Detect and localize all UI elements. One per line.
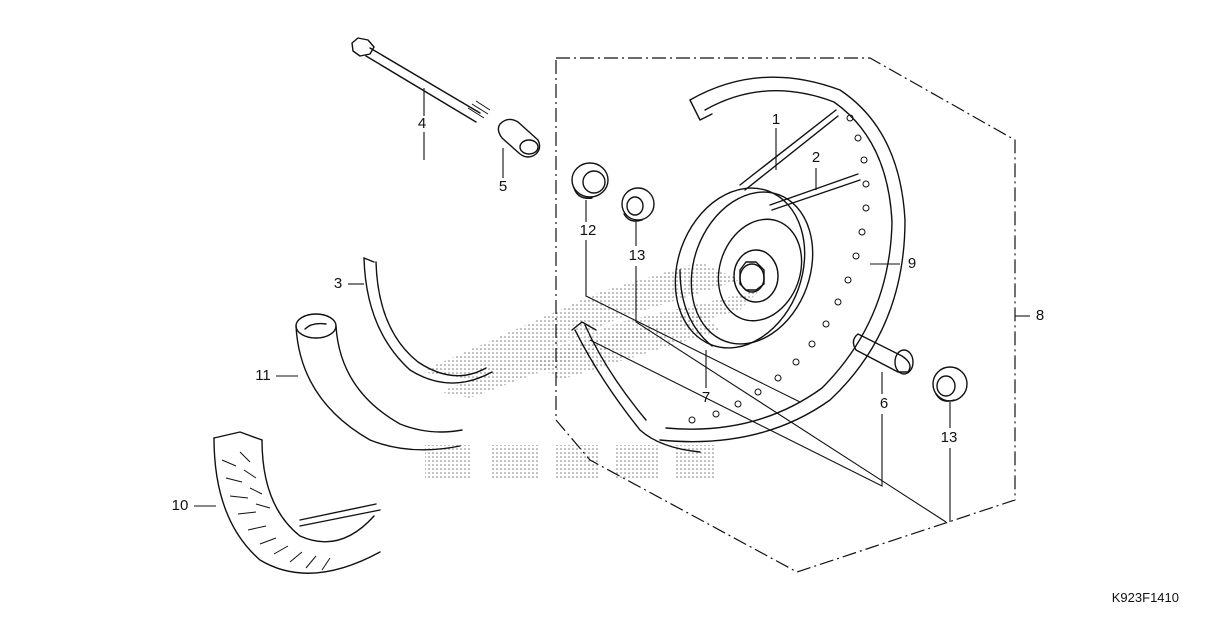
callout-13-left: 13 [629, 247, 646, 264]
axle-bolt [351, 37, 491, 123]
callout-1: 1 [772, 111, 780, 128]
callout-2: 2 [812, 149, 820, 166]
callout-10: 10 [172, 497, 189, 514]
wheel-hub [674, 187, 814, 349]
callout-13-right: 13 [941, 429, 958, 446]
side-collar [497, 118, 541, 158]
distance-collar [852, 333, 914, 375]
callout-6: 6 [880, 395, 888, 412]
rim-spoke-holes [688, 114, 870, 424]
callout-9: 9 [908, 255, 916, 272]
inner-tube [295, 313, 463, 451]
callout-7: 7 [702, 389, 710, 406]
callout-5: 5 [499, 178, 507, 195]
callout-labels: 1 2 3 4 5 6 7 8 9 10 11 12 13 13 [172, 111, 1045, 514]
callout-3: 3 [334, 275, 342, 292]
rim-band [363, 257, 493, 384]
callout-8: 8 [1036, 307, 1044, 324]
bearing-right [932, 366, 968, 402]
bearing-left [621, 187, 655, 222]
assembly-boundary [555, 57, 1016, 573]
wheel-rim [571, 76, 906, 453]
callout-12: 12 [580, 222, 597, 239]
spokes [739, 109, 861, 211]
leader-lines [194, 88, 1030, 523]
diagram-code: K923F1410 [1111, 590, 1179, 605]
dust-seal [571, 162, 609, 199]
callout-11: 11 [255, 367, 271, 384]
callout-4: 4 [418, 115, 426, 132]
watermark [420, 262, 760, 480]
tire [213, 431, 381, 574]
